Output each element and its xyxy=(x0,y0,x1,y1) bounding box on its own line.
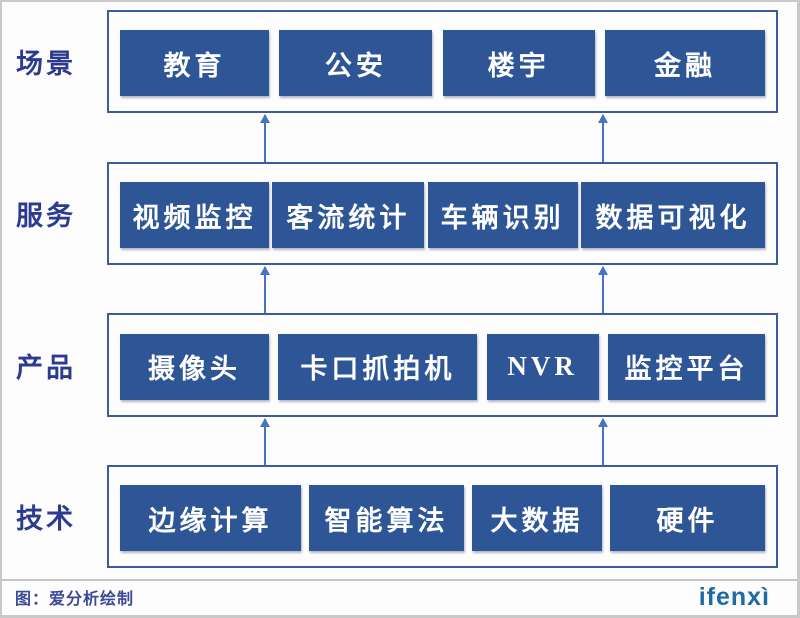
node-box: 金融 xyxy=(604,30,765,96)
layered-architecture-diagram: 场景 教育 公安 楼宇 金融 服务 视频监控 客流统计 车辆识别 数据可视化 产… xyxy=(2,2,797,579)
up-arrow-icon xyxy=(598,114,608,162)
node-box: 数据可视化 xyxy=(580,182,765,248)
node-box: 大数据 xyxy=(472,485,602,551)
node-box: 智能算法 xyxy=(309,485,464,551)
layer-label-technology: 技术 xyxy=(16,504,76,534)
node-box: 摄像头 xyxy=(120,333,269,400)
node-box: NVR xyxy=(486,333,599,400)
footer: 图：爱分析绘制 ifenxì xyxy=(2,579,797,615)
layer-container-services: 视频监控 客流统计 车辆识别 数据可视化 xyxy=(107,162,778,265)
layer-row-products: 产品 摄像头 卡口抓拍机 NVR 监控平台 xyxy=(2,313,797,417)
node-box: 监控平台 xyxy=(607,333,765,400)
node-box: 视频监控 xyxy=(120,182,269,248)
layer-label-services: 服务 xyxy=(16,201,76,231)
layer-row-technology: 技术 边缘计算 智能算法 大数据 硬件 xyxy=(2,465,797,568)
layer-row-services: 服务 视频监控 客流统计 车辆识别 数据可视化 xyxy=(2,162,797,265)
node-box: 硬件 xyxy=(610,485,765,551)
node-box: 楼宇 xyxy=(442,30,595,96)
layer-container-technology: 边缘计算 智能算法 大数据 硬件 xyxy=(107,465,778,568)
node-box: 客流统计 xyxy=(272,182,425,248)
up-arrow-icon xyxy=(260,114,270,162)
up-arrow-icon xyxy=(598,266,608,313)
node-box: 边缘计算 xyxy=(120,485,301,551)
layer-container-scenarios: 教育 公安 楼宇 金融 xyxy=(107,10,778,113)
up-arrow-icon xyxy=(260,266,270,313)
layer-label-products: 产品 xyxy=(16,352,76,383)
up-arrow-icon xyxy=(260,418,270,465)
up-arrow-icon xyxy=(598,418,608,465)
ifenxi-logo: ifenxì xyxy=(698,582,770,611)
node-box: 卡口抓拍机 xyxy=(278,333,478,400)
figure-credit: 图：爱分析绘制 xyxy=(15,591,135,608)
layer-container-products: 摄像头 卡口抓拍机 NVR 监控平台 xyxy=(107,313,778,417)
node-box: 教育 xyxy=(120,30,269,96)
layer-row-scenarios: 场景 教育 公安 楼宇 金融 xyxy=(2,10,797,113)
layer-label-scenarios: 场景 xyxy=(16,49,76,79)
node-box: 车辆识别 xyxy=(427,182,578,248)
node-box: 公安 xyxy=(279,30,433,96)
